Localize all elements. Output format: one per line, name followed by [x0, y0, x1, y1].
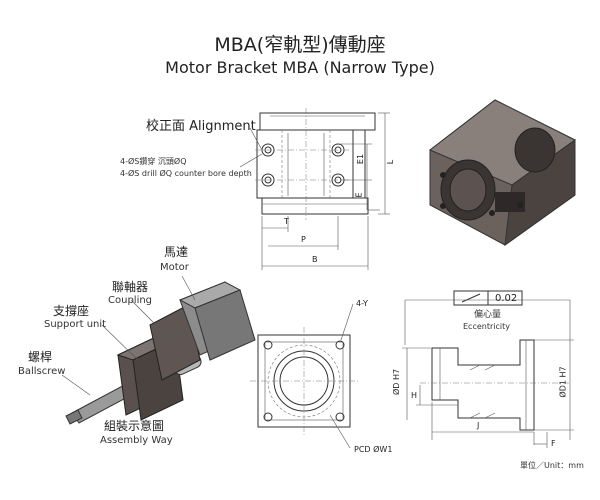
ballscrew-label-en: Ballscrew	[18, 366, 66, 377]
dim-B: B	[312, 255, 318, 264]
dim-F: F	[551, 439, 556, 448]
assembly-illustration	[61, 275, 256, 425]
assembly-label-en: Assembly Way	[100, 435, 173, 446]
dim-E1: E1	[356, 153, 366, 165]
tolerance-value: 0.02	[495, 293, 518, 304]
coupling-label-cn: 聯軸器	[112, 280, 149, 294]
ballscrew-label-cn: 螺桿	[28, 350, 53, 364]
holes-label: 4-Y	[356, 299, 368, 308]
dim-J: J	[477, 421, 480, 430]
dim-H: H	[411, 391, 418, 400]
dim-E: E	[354, 192, 364, 198]
dim-P: P	[301, 235, 306, 244]
dim-D1-H7: ØD1 H7	[558, 366, 568, 398]
motor-label-cn: 馬達	[164, 245, 189, 259]
side-section-view	[402, 290, 574, 448]
end-view	[250, 303, 358, 449]
dim-T: T	[284, 217, 289, 226]
eccentricity-label-en: Eccentricity	[463, 322, 510, 331]
pcd-label: PCD ØW1	[354, 445, 393, 454]
coupling-label-en: Coupling	[108, 295, 153, 306]
iso-bracket	[429, 99, 576, 247]
front-view	[239, 108, 390, 270]
unit-label: 單位／Unit：mm	[520, 461, 584, 470]
dim-D-H7: ØD H7	[392, 368, 402, 396]
dim-L: L	[386, 159, 396, 165]
eccentricity-label-cn: 偏心量	[474, 310, 502, 320]
support-label-en: Support unit	[44, 319, 107, 330]
title-chinese: MBA(窄軌型)傳動座	[214, 34, 386, 56]
assembly-label-cn: 組裝示意圖	[104, 419, 165, 433]
support-label-cn: 支撐座	[53, 304, 90, 318]
hole-note-en: 4-ØS drill ØQ counter bore depth	[120, 169, 252, 178]
alignment-label: 校正面 Alignment	[146, 119, 256, 134]
motor-label-en: Motor	[160, 262, 189, 273]
title-english: Motor Bracket MBA (Narrow Type)	[165, 58, 435, 77]
hole-note-cn: 4-ØS鑽穿 沉頭ØQ	[120, 157, 187, 166]
